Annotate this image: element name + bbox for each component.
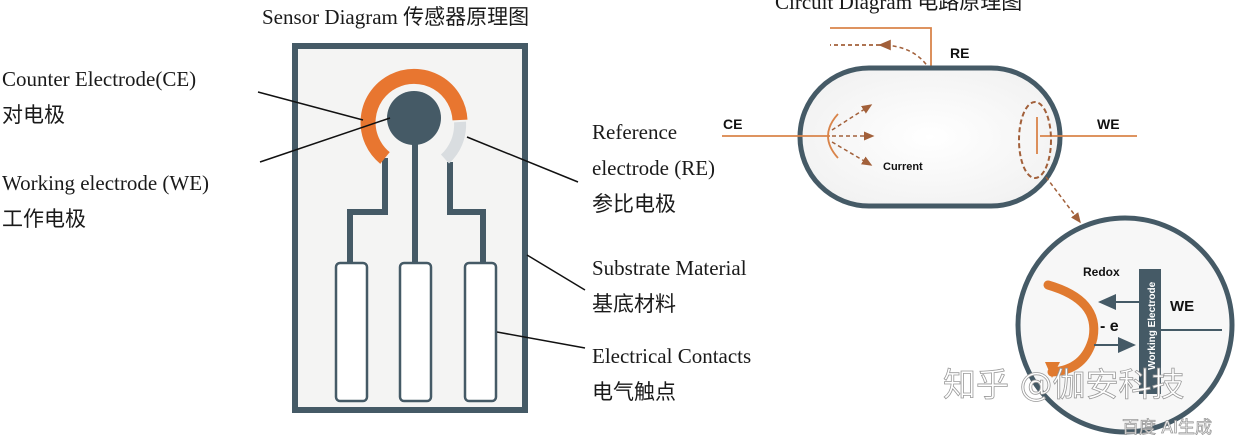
leader-lines	[257, 91, 586, 349]
working-electrode-label: Working electrode (WE)	[2, 171, 209, 195]
circuit-diagram-title: Circuit Diagram 电路原理图	[775, 0, 1022, 14]
reference-electrode-label-1: Reference	[592, 120, 677, 144]
watermark-secondary: 百度 AI生成	[1122, 418, 1212, 435]
counter-electrode-label-zh: 对电极	[2, 103, 65, 127]
leader-working-electrode	[259, 117, 391, 163]
redox-label: Redox	[1083, 265, 1120, 279]
working-electrode-disc	[387, 91, 441, 145]
ce-label: CE	[723, 116, 742, 132]
counter-electrode-arc	[360, 68, 468, 164]
electrical-contacts	[334, 261, 498, 403]
trace-left	[347, 158, 388, 265]
leader-contacts	[496, 331, 586, 349]
electrode-traces	[347, 140, 486, 265]
current-arrow-up	[831, 104, 873, 131]
reference-electrode-arc	[440, 121, 467, 164]
trace-right	[447, 162, 486, 265]
leader-substrate	[526, 254, 586, 291]
working-electrode-bar-label: Working Electrode	[1147, 281, 1158, 370]
sensor-diagram-title: Sensor Diagram 传感器原理图	[262, 5, 529, 29]
leader-counter-electrode	[257, 91, 364, 121]
we-highlight-ellipse	[1018, 101, 1052, 179]
current-label: Current	[883, 161, 923, 173]
contacts-label-zh: 电气触点	[592, 380, 676, 404]
redox-swoosh	[1043, 280, 1099, 377]
contact-pad	[463, 261, 498, 403]
counter-electrode-label: Counter Electrode(CE)	[2, 67, 196, 91]
contacts-label: Electrical Contacts	[592, 344, 751, 368]
working-electrode-label-zh: 工作电极	[2, 207, 86, 231]
leader-reference-electrode	[466, 136, 579, 183]
working-electrode-bar	[1139, 269, 1161, 394]
contact-pad	[334, 261, 369, 403]
contact-pad	[398, 261, 433, 403]
electron-label: - e	[1100, 318, 1119, 335]
inset-pointer-arrow	[1045, 176, 1081, 224]
substrate-label: Substrate Material	[592, 256, 747, 280]
current-arrow-down	[831, 141, 873, 166]
reference-electrode-label-zh: 参比电极	[592, 192, 676, 216]
electrochemical-cell	[797, 65, 1063, 209]
substrate-label-zh: 基底材料	[592, 292, 676, 316]
watermark-main: 知乎 @伽安科技	[943, 365, 1185, 404]
re-label: RE	[950, 45, 969, 61]
we-label: WE	[1097, 116, 1120, 132]
reference-electrode-label-2: electrode (RE)	[592, 156, 715, 180]
redox-swoosh-arrowhead	[1045, 362, 1060, 378]
detail-inset-circle	[1015, 215, 1235, 435]
ce-emitter-arc	[827, 113, 839, 159]
current-arrows	[831, 104, 875, 166]
inset-we-label: WE	[1170, 298, 1194, 315]
